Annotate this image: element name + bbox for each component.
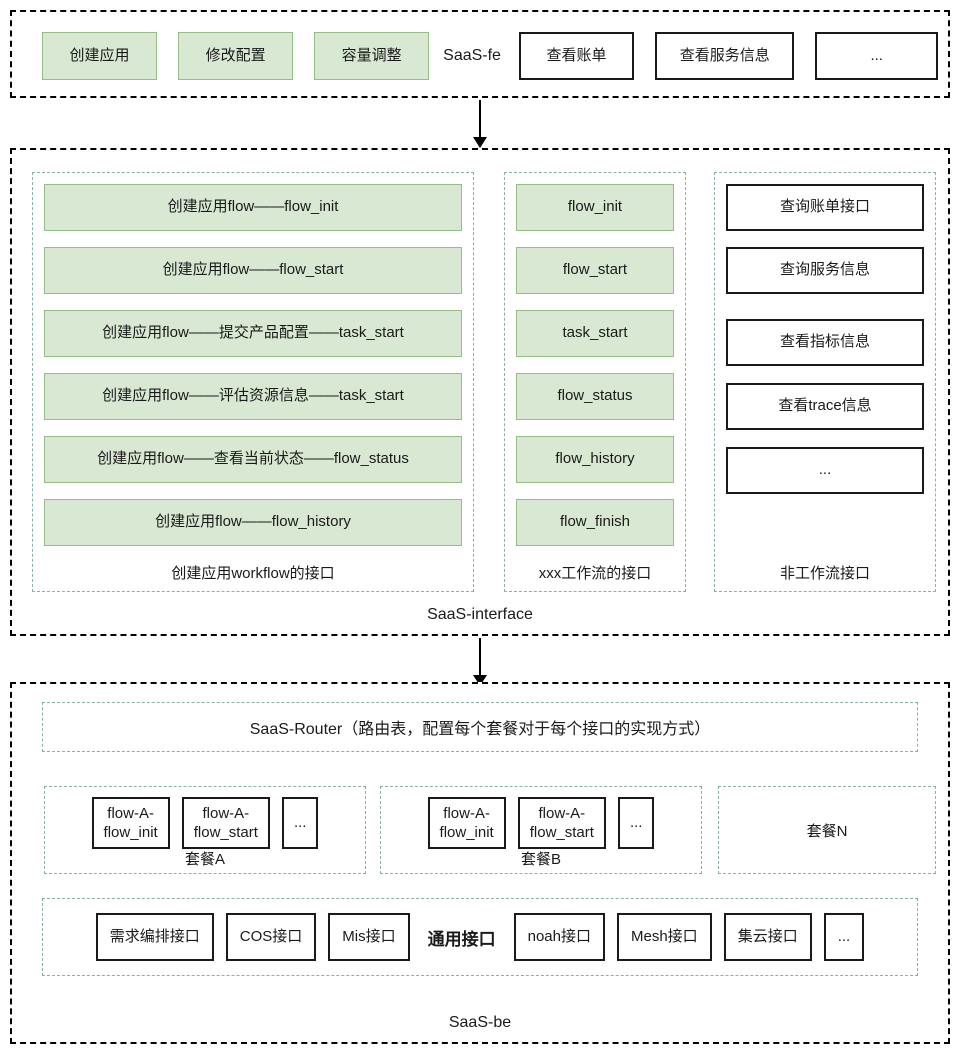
- package-a-caption: 套餐A: [184, 851, 225, 868]
- common-interface-group: 需求编排接口 COS接口 Mis接口 通用接口 noah接口 Mesh接口 集云…: [42, 898, 918, 976]
- nonflow-item-0[interactable]: 查询账单接口: [726, 184, 924, 231]
- arrow-head-icon: [473, 137, 487, 148]
- saas-interface-caption: SaaS-interface: [427, 606, 533, 623]
- common-item-left-0[interactable]: 需求编排接口: [95, 913, 214, 961]
- workflow-interface-list: 创建应用flow——flow_init 创建应用flow——flow_start…: [44, 184, 462, 562]
- xxx-item-5[interactable]: flow_finish: [516, 499, 674, 546]
- saas-fe-layer: 创建应用 修改配置 容量调整 SaaS-fe 查看账单 查看服务信息 ...: [10, 10, 950, 98]
- common-item-more[interactable]: ...: [823, 913, 865, 961]
- package-b-caption: 套餐B: [520, 851, 561, 868]
- fe-white-item-0[interactable]: 查看账单: [518, 32, 635, 80]
- package-b-item-0-line1: flow-A-: [443, 804, 490, 822]
- package-a-items: flow-A- flow_init flow-A- flow_start ...: [45, 797, 365, 849]
- package-a-item-1-line1: flow-A-: [202, 804, 250, 822]
- non-workflow-interface-list: 查询账单接口 查询服务信息 查看指标信息 查看trace信息 ...: [726, 184, 924, 511]
- arrow-fe-to-interface: [473, 100, 487, 148]
- xxx-item-4[interactable]: flow_history: [516, 436, 674, 483]
- xxx-workflow-interface-list: flow_init flow_start task_start flow_sta…: [516, 184, 674, 562]
- package-b-item-1[interactable]: flow-A- flow_start: [517, 797, 606, 849]
- fe-green-item-0[interactable]: 创建应用: [42, 32, 158, 80]
- common-item-left-2[interactable]: Mis接口: [328, 913, 410, 961]
- xxx-item-1[interactable]: flow_start: [516, 247, 674, 294]
- package-b-item-1-line2: flow_start: [529, 824, 594, 841]
- non-workflow-column-caption: 非工作流接口: [779, 565, 870, 582]
- xxx-item-0[interactable]: flow_init: [516, 184, 674, 231]
- package-a-group: flow-A- flow_init flow-A- flow_start ...…: [44, 786, 366, 874]
- common-item-right-0[interactable]: noah接口: [513, 913, 605, 961]
- xxx-column-caption: xxx工作流的接口: [538, 565, 652, 582]
- arrow-interface-to-be: [473, 638, 487, 686]
- arrow-head-icon: [473, 675, 487, 686]
- nonflow-item-1[interactable]: 查询服务信息: [726, 247, 924, 294]
- common-item-left-1[interactable]: COS接口: [225, 913, 317, 961]
- xxx-item-2[interactable]: task_start: [516, 310, 674, 357]
- package-n-caption: 套餐N: [806, 822, 848, 840]
- workflow-column-caption: 创建应用workflow的接口: [171, 565, 335, 582]
- package-a-item-1[interactable]: flow-A- flow_start: [181, 797, 270, 849]
- saas-router-label: SaaS-Router（路由表，配置每个套餐对于每个接口的实现方式）: [249, 721, 711, 738]
- xxx-workflow-interface-column: flow_init flow_start task_start flow_sta…: [504, 172, 686, 592]
- saas-be-layer: SaaS-Router（路由表，配置每个套餐对于每个接口的实现方式） flow-…: [10, 682, 950, 1044]
- xxx-item-3[interactable]: flow_status: [516, 373, 674, 420]
- fe-green-item-2[interactable]: 容量调整: [314, 32, 430, 80]
- non-workflow-interface-column: 查询账单接口 查询服务信息 查看指标信息 查看trace信息 ... 非工作流接…: [714, 172, 936, 592]
- workflow-interface-column: 创建应用flow——flow_init 创建应用flow——flow_start…: [32, 172, 474, 592]
- workflow-item-4[interactable]: 创建应用flow——查看当前状态——flow_status: [44, 436, 462, 483]
- common-interface-label: 通用接口: [427, 929, 496, 949]
- workflow-item-3[interactable]: 创建应用flow——评估资源信息——task_start: [44, 373, 462, 420]
- package-a-item-0[interactable]: flow-A- flow_init: [91, 797, 170, 849]
- common-item-right-1[interactable]: Mesh接口: [617, 913, 712, 961]
- saas-fe-label: SaaS-fe: [443, 47, 501, 64]
- workflow-item-5[interactable]: 创建应用flow——flow_history: [44, 499, 462, 546]
- package-a-item-0-line1: flow-A-: [107, 804, 154, 822]
- package-a-item-more[interactable]: ...: [281, 797, 319, 849]
- fe-green-item-1[interactable]: 修改配置: [178, 32, 294, 80]
- workflow-item-0[interactable]: 创建应用flow——flow_init: [44, 184, 462, 231]
- package-b-item-0-line2: flow_init: [439, 824, 494, 841]
- nonflow-item-2[interactable]: 查看指标信息: [726, 319, 924, 366]
- workflow-item-2[interactable]: 创建应用flow——提交产品配置——task_start: [44, 310, 462, 357]
- fe-white-item-1[interactable]: 查看服务信息: [655, 32, 795, 80]
- package-a-item-0-line2: flow_init: [103, 824, 158, 841]
- package-b-group: flow-A- flow_init flow-A- flow_start ...…: [380, 786, 702, 874]
- saas-fe-row: 创建应用 修改配置 容量调整 SaaS-fe 查看账单 查看服务信息 ...: [22, 32, 939, 80]
- workflow-item-1[interactable]: 创建应用flow——flow_start: [44, 247, 462, 294]
- package-n-group: 套餐N: [718, 786, 936, 874]
- nonflow-item-3[interactable]: 查看trace信息: [726, 383, 924, 430]
- package-b-item-1-line1: flow-A-: [538, 804, 586, 822]
- fe-white-item-2[interactable]: ...: [815, 32, 939, 80]
- saas-be-caption: SaaS-be: [448, 1014, 512, 1031]
- package-b-item-more[interactable]: ...: [617, 797, 655, 849]
- saas-router-box[interactable]: SaaS-Router（路由表，配置每个套餐对于每个接口的实现方式）: [42, 702, 918, 752]
- common-item-right-2[interactable]: 集云接口: [723, 913, 812, 961]
- package-a-item-1-line2: flow_start: [193, 824, 258, 841]
- nonflow-item-4[interactable]: ...: [726, 447, 924, 494]
- saas-interface-layer: 创建应用flow——flow_init 创建应用flow——flow_start…: [10, 148, 950, 636]
- package-b-items: flow-A- flow_init flow-A- flow_start ...: [381, 797, 701, 849]
- package-b-item-0[interactable]: flow-A- flow_init: [427, 797, 506, 849]
